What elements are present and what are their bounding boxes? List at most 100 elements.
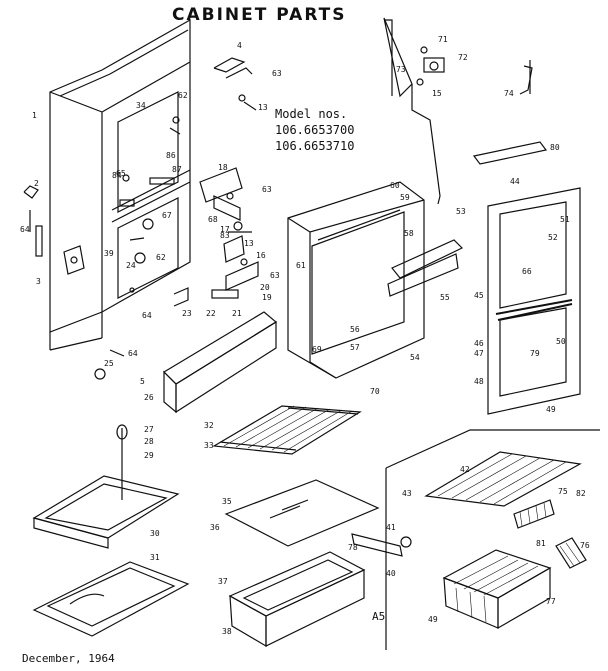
temperature-control [383,17,445,205]
label-69: 69 [312,345,322,354]
label-43: 43 [402,489,412,498]
label-84: 84 [112,171,122,180]
shelf-retainer [387,239,464,297]
label-40: 40 [386,569,396,578]
label-67: 67 [162,211,172,220]
label-86: 86 [166,151,176,160]
label-22: 22 [206,309,216,318]
meat-keeper-tray [32,424,180,549]
label-64b: 64 [142,311,152,320]
cabinet-shell [49,18,191,351]
footer-date: December, 1964 [22,652,115,665]
label-27: 27 [144,425,154,434]
label-75: 75 [558,487,568,496]
label-25: 25 [104,359,114,368]
upper-shelf [212,405,362,455]
label-45: 45 [474,291,484,300]
label-19: 19 [262,293,272,302]
label-17: 17 [220,225,230,234]
door-handle [472,141,548,165]
label-2: 2 [34,179,39,188]
label-63c: 63 [270,271,280,280]
crisper-cover [224,479,380,547]
label-81: 81 [536,539,546,548]
label-87: 87 [172,165,182,174]
label-66: 66 [522,267,532,276]
freezer-shelf [424,451,582,507]
label-18: 18 [218,163,228,172]
label-65: 65 [116,169,126,178]
label-28: 28 [144,437,154,446]
label-60: 60 [390,181,400,190]
label-70: 70 [370,387,380,396]
label-53: 53 [456,207,466,216]
label-46: 46 [474,339,484,348]
section-mark: A5 [372,610,385,623]
label-83: 83 [220,231,230,240]
label-39: 39 [104,249,114,258]
label-38: 38 [222,627,232,636]
label-63: 63 [272,69,282,78]
label-15: 15 [432,89,442,98]
crisper-pan [228,551,366,648]
label-37: 37 [218,577,228,586]
label-64c: 64 [128,349,138,358]
label-57: 57 [350,343,360,352]
label-26: 26 [144,393,154,402]
model-number-1: 106.6653700 [275,123,354,137]
label-82: 82 [576,489,586,498]
drip-tray [32,561,190,637]
label-30: 30 [150,529,160,538]
label-77: 77 [546,597,556,606]
label-5: 5 [140,377,145,386]
label-61: 61 [296,261,306,270]
label-71: 71 [438,35,448,44]
label-13a: 13 [258,103,268,112]
label-58: 58 [404,229,414,238]
diagram-title: CABINET PARTS [172,5,347,25]
label-59: 59 [400,193,410,202]
label-51: 51 [560,215,570,224]
vent-grille [513,499,587,569]
label-54: 54 [410,353,420,362]
label-31: 31 [150,553,160,562]
label-48: 48 [474,377,484,386]
label-23: 23 [182,309,192,318]
label-32: 32 [204,421,214,430]
wire-basket [442,549,552,630]
label-21: 21 [232,309,242,318]
label-50: 50 [556,337,566,346]
label-44: 44 [510,177,520,186]
inset-border [385,429,600,650]
label-64: 64 [20,225,30,234]
label-79: 79 [530,349,540,358]
label-41: 41 [386,523,396,532]
label-20: 20 [260,283,270,292]
label-24: 24 [126,261,136,270]
part-labels: 1 2 3 4 5 13 13 15 16 17 18 19 20 21 22 … [20,35,590,636]
label-80: 80 [550,143,560,152]
model-number-2: 106.6653710 [275,139,354,153]
label-49: 49 [428,615,438,624]
label-55: 55 [440,293,450,302]
label-34: 34 [136,101,146,110]
label-29: 29 [144,451,154,460]
label-73: 73 [396,65,406,74]
center-hinge-cluster [199,57,259,299]
label-56: 56 [350,325,360,334]
label-49b: 49 [546,405,556,414]
label-63b: 63 [262,185,272,194]
left-hinge-parts [23,185,85,275]
label-78: 78 [348,543,358,552]
label-33: 33 [204,441,214,450]
label-76: 76 [580,541,590,550]
freezer-liner [287,181,425,379]
label-52: 52 [548,233,558,242]
bottom-rail [163,311,278,414]
label-1: 1 [32,111,37,120]
label-47: 47 [474,349,484,358]
label-42: 42 [460,465,470,474]
label-72: 72 [458,53,468,62]
label-3: 3 [36,277,41,286]
